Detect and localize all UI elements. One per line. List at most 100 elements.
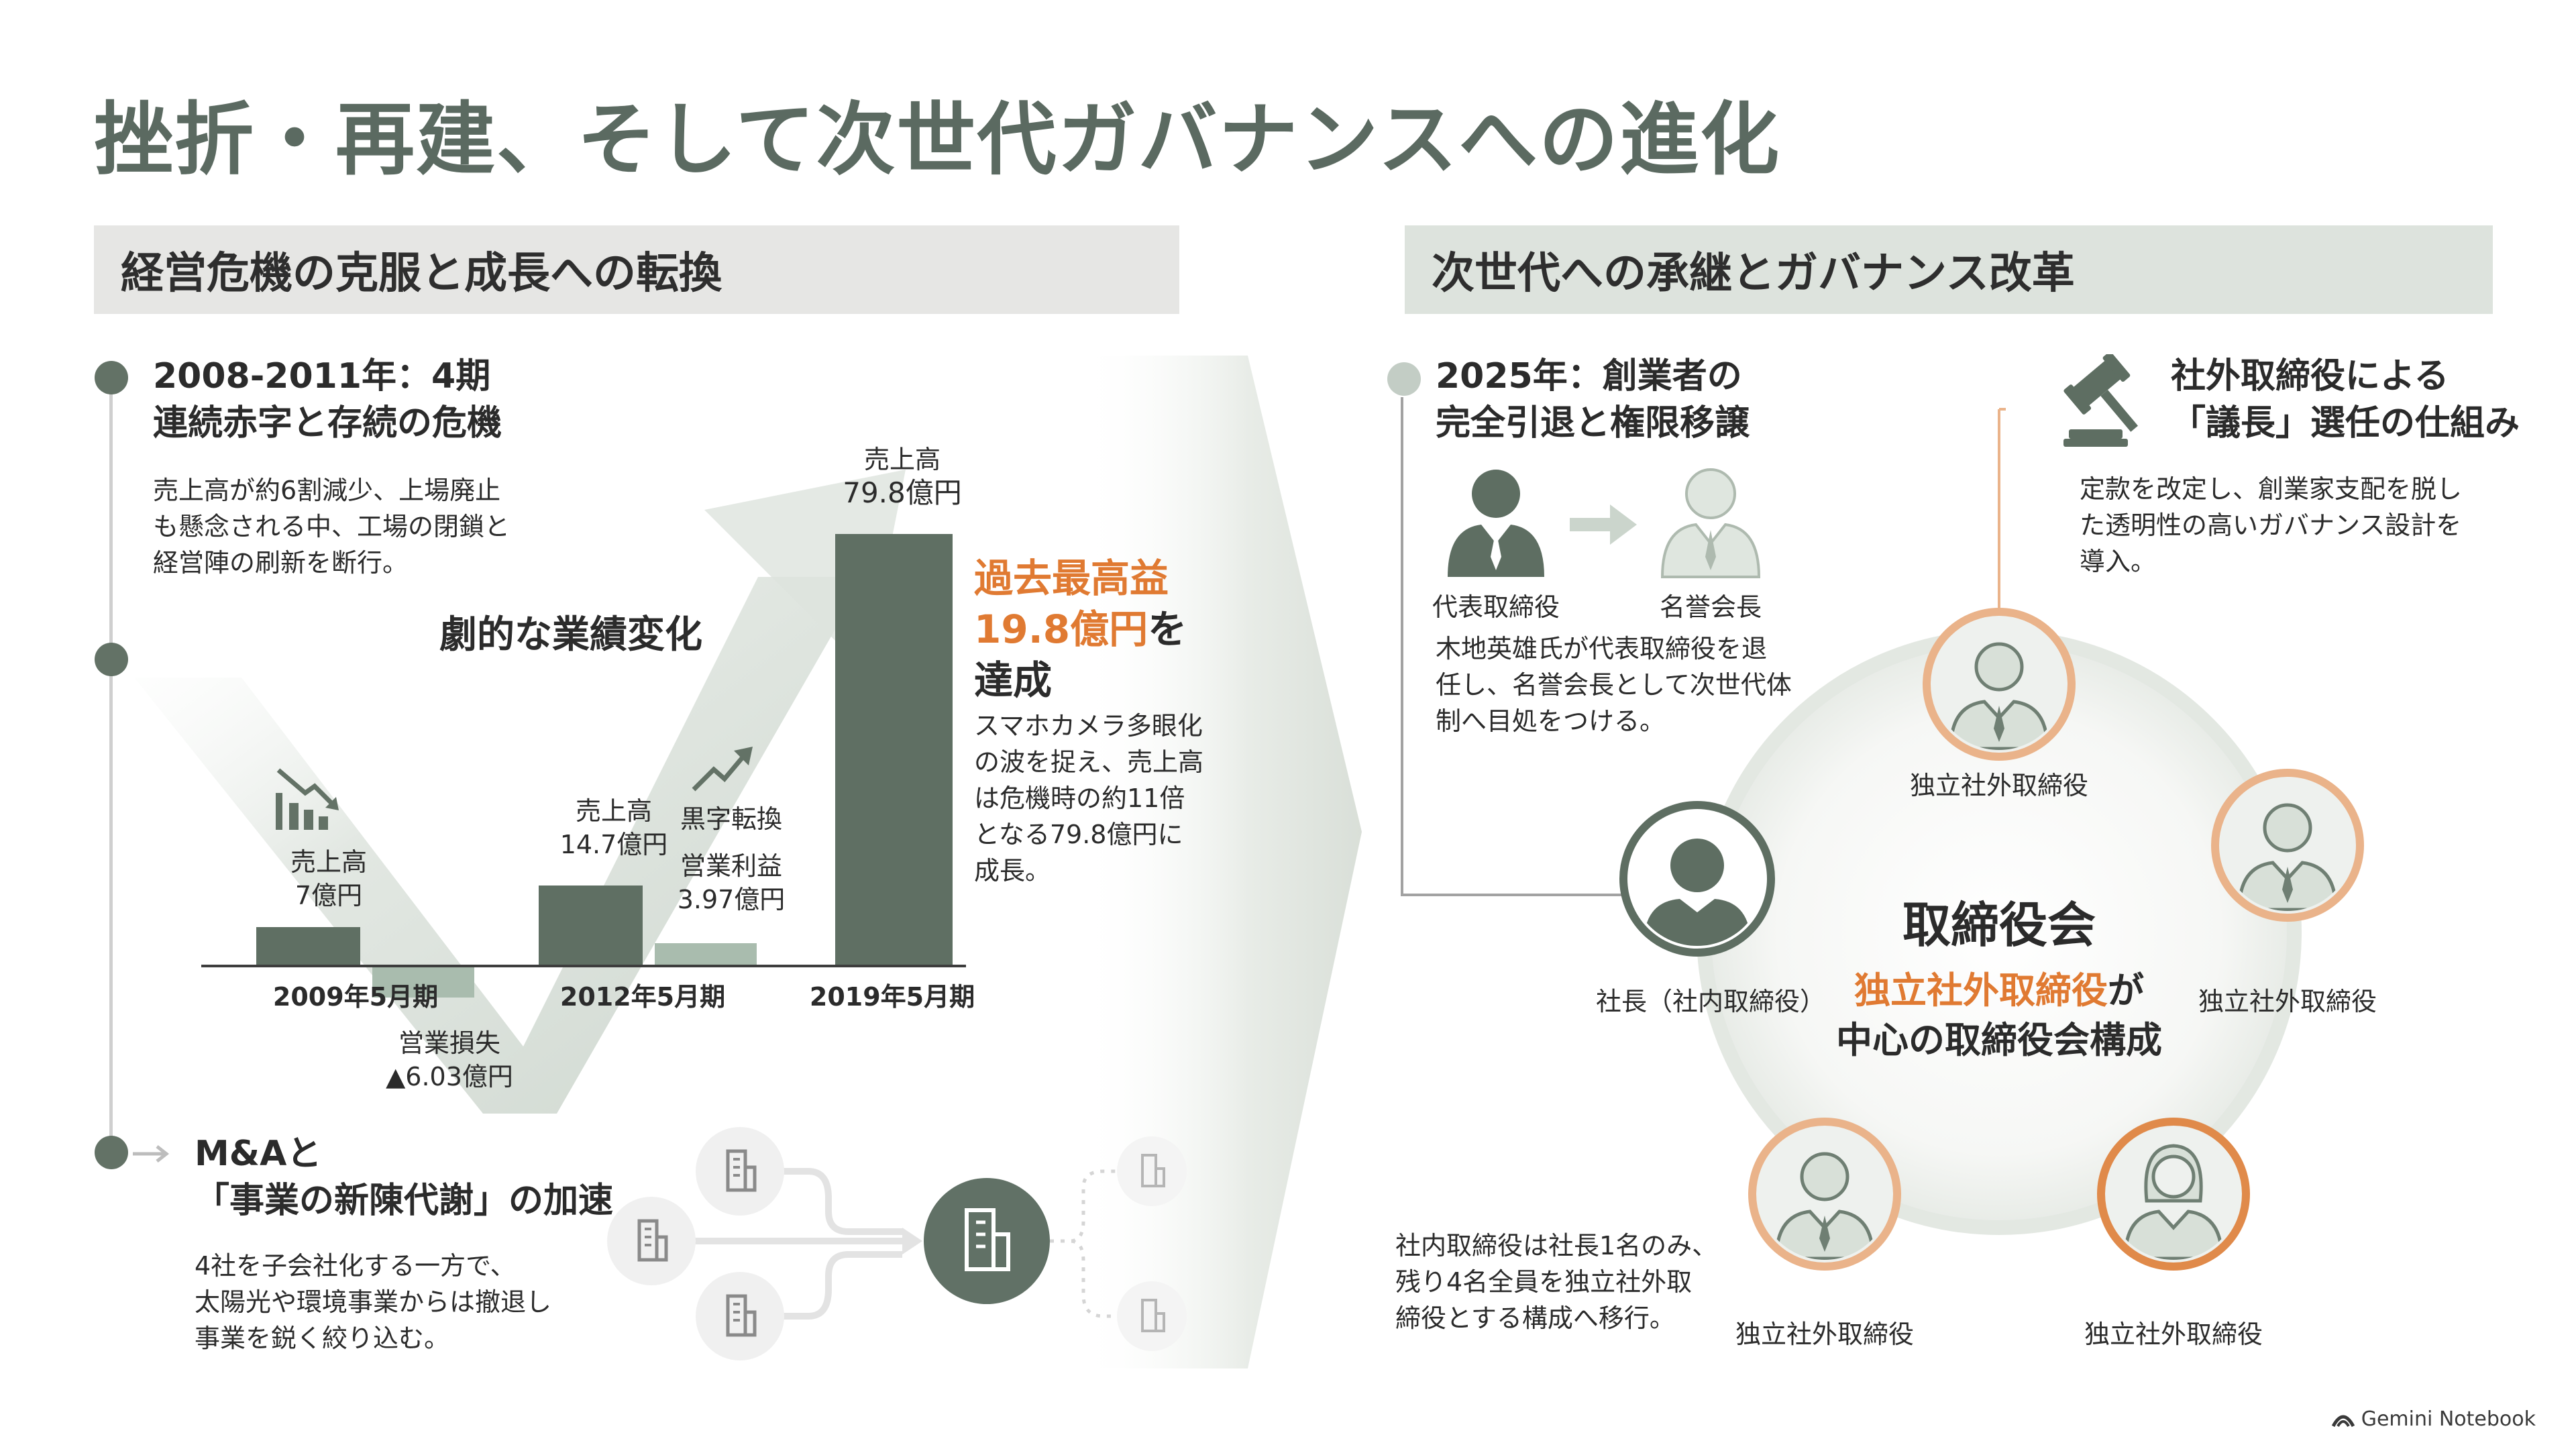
label-member-bottom-right: 独立社外取締役 bbox=[2084, 1320, 2263, 1349]
label-president: 社長（社内取締役） bbox=[1595, 987, 1825, 1016]
succession-dot bbox=[1387, 362, 1421, 396]
board-subtitle-line2: 中心の取締役会構成 bbox=[1836, 1019, 2162, 1061]
label-sales-2009: 売上高 7億円 bbox=[248, 845, 409, 912]
arrow-right-icon bbox=[133, 1145, 170, 1163]
building-icon bbox=[696, 1127, 784, 1216]
gavel-icon bbox=[2063, 354, 2139, 447]
label-sales-2012: 売上高 14.7億円 bbox=[530, 794, 698, 861]
composition-body-line2: 残り4名全員を独立社外取 bbox=[1395, 1267, 1693, 1297]
label-sales-2019-value: 79.8億円 bbox=[843, 476, 962, 509]
chairman-body-line2: た透明性の高いガバナンス設計を bbox=[2080, 511, 2462, 540]
bar-sales-2019 bbox=[835, 533, 953, 965]
label-profit-2012: 営業利益 3.97億円 bbox=[647, 849, 815, 916]
ma-consolidation-graphic bbox=[607, 1127, 1187, 1360]
label-profit-2012-turn: 黒字転換 bbox=[680, 804, 782, 834]
board-diagram bbox=[1401, 397, 2364, 1271]
ma-body-line3: 事業を鋭く絞り込む。 bbox=[195, 1324, 450, 1353]
label-member-top: 独立社外取締役 bbox=[1909, 771, 2088, 800]
chairman-heading-line2: 「議長」選任の仕組み bbox=[2171, 403, 2520, 443]
record-body-line1: スマホカメラ多眼化 bbox=[974, 711, 1203, 741]
declining-chart-icon bbox=[276, 768, 339, 830]
board-subtitle: 独立社外取締役が 中心の取締役会構成 bbox=[1784, 966, 2214, 1065]
timeline-line bbox=[109, 380, 113, 1155]
transfer-arrow-shaft bbox=[1570, 518, 1617, 531]
label-profit-2012-value: 3.97億円 bbox=[677, 885, 786, 914]
record-heading: 過去最高益 19.8億円を 達成 bbox=[974, 553, 1187, 706]
section-header-right: 次世代への承継とガバナンス改革 bbox=[1405, 225, 2493, 314]
ma-heading-line1: M&Aと bbox=[195, 1134, 322, 1174]
label-profit-2012-name: 営業利益 bbox=[680, 851, 782, 881]
building-icon bbox=[1117, 1281, 1187, 1351]
board-title: 取締役会 bbox=[1902, 897, 2096, 953]
person-icon bbox=[1748, 1118, 1901, 1271]
chairman-heading: 社外取締役による 「議長」選任の仕組み bbox=[2171, 353, 2520, 447]
crisis-heading-line1: 2008-2011年：4期 bbox=[153, 356, 491, 396]
chairman-heading-line1: 社外取締役による bbox=[2171, 356, 2449, 396]
record-line2-rest: を bbox=[1148, 606, 1187, 652]
person-icon bbox=[2097, 1118, 2250, 1271]
person-icon bbox=[1448, 470, 1544, 577]
label-sales-2009-value: 7億円 bbox=[294, 881, 363, 910]
x-label-2009: 2009年5月期 bbox=[272, 982, 439, 1012]
chevron-arrow-shape bbox=[1080, 356, 1362, 1368]
crisis-body-line3: 経営陣の刷新を断行。 bbox=[153, 548, 409, 578]
composition-body-line1: 社内取締役は社長1名のみ、 bbox=[1395, 1231, 1718, 1260]
label-sales-2012-value: 14.7億円 bbox=[559, 830, 668, 859]
merge-connectors bbox=[693, 1168, 922, 1320]
chairman-body-line1: 定款を改定し、創業家支配を脱し bbox=[2080, 474, 2463, 504]
bar-profit-2009 bbox=[372, 965, 474, 998]
board-subtitle-highlight: 独立社外取締役 bbox=[1854, 969, 2108, 1012]
building-icon bbox=[1117, 1136, 1187, 1206]
crisis-body: 売上高が約6割減少、上場廃止 も懸念される中、工場の閉鎖と 経営陣の刷新を断行。 bbox=[153, 472, 596, 581]
timeline-dot-chart bbox=[95, 643, 128, 676]
person-icon bbox=[2211, 769, 2364, 922]
chart-title: 劇的な業績変化 bbox=[439, 613, 702, 657]
crisis-body-line1: 売上高が約6割減少、上場廃止 bbox=[153, 476, 501, 505]
bar-sales-2012 bbox=[539, 885, 643, 965]
label-profit-2009-value: ▲6.03億円 bbox=[386, 1062, 513, 1091]
section-header-right-text: 次世代への承継とガバナンス改革 bbox=[1432, 249, 2075, 299]
crisis-heading: 2008-2011年：4期 連続赤字と存続の危機 bbox=[153, 353, 502, 447]
succession-body: 木地英雄氏が代表取締役を退 任し、名誉会長として次世代体 制へ目処をつける。 bbox=[1436, 631, 1825, 739]
ma-body-line1: 4社を子会社化する一方で、 bbox=[195, 1251, 516, 1281]
ma-heading-line2: 「事業の新陳代謝」の加速 bbox=[195, 1181, 614, 1221]
board-subtitle-line1: 独立社外取締役が bbox=[1784, 966, 2214, 1016]
record-body-line3: は危機時の約11倍 bbox=[974, 784, 1185, 813]
section-header-left: 経営危機の克服と成長への転換 bbox=[94, 225, 1179, 314]
board-subtitle-rest: が bbox=[2108, 969, 2144, 1012]
label-profit-2009: 営業損失 ▲6.03億円 bbox=[349, 1026, 550, 1093]
ma-heading: M&Aと 「事業の新陳代謝」の加速 bbox=[195, 1130, 613, 1224]
crisis-heading-line2: 連続赤字と存続の危機 bbox=[153, 403, 502, 443]
succession-heading: 2025年：創業者の 完全引退と権限移譲 bbox=[1436, 353, 1750, 447]
building-icon bbox=[607, 1197, 696, 1285]
label-member-bottom-left: 独立社外取締役 bbox=[1735, 1320, 1914, 1349]
succession-heading-line1: 2025年：創業者の bbox=[1436, 356, 1742, 396]
record-body-line4: となる79.8億円に bbox=[974, 820, 1183, 849]
composition-body-line3: 締役とする構成へ移行。 bbox=[1395, 1303, 1675, 1333]
record-line3: 達成 bbox=[974, 657, 1053, 703]
timeline-dot-ma bbox=[95, 1136, 128, 1169]
record-line2: 19.8億円を bbox=[974, 604, 1187, 655]
person-icon bbox=[1619, 801, 1775, 957]
label-sales-2012-name: 売上高 bbox=[575, 796, 652, 826]
record-line1: 過去最高益 bbox=[974, 555, 1169, 601]
footer-brand: Gemini Notebook bbox=[2331, 1407, 2536, 1431]
transfer-arrow-head bbox=[1610, 504, 1637, 545]
brand-logo-icon bbox=[2331, 1415, 2355, 1427]
building-icon bbox=[696, 1272, 784, 1360]
chart-baseline bbox=[201, 965, 966, 967]
record-body: スマホカメラ多眼化 の波を捉え、売上高 は危機時の約11倍 となる79.8億円に… bbox=[974, 708, 1216, 889]
label-sales-2009-name: 売上高 bbox=[290, 847, 367, 877]
page-title: 挫折・再建、そして次世代ガバナンスへの進化 bbox=[94, 93, 1781, 186]
bar-profit-2012 bbox=[655, 943, 757, 965]
label-profit-2009-name: 営業損失 bbox=[398, 1028, 500, 1058]
chairman-body-line3: 導入。 bbox=[2080, 547, 2157, 576]
footer-brand-text: Gemini Notebook bbox=[2361, 1407, 2536, 1431]
person-icon bbox=[1660, 468, 1761, 578]
composition-body: 社内取締役は社長1名のみ、 残り4名全員を独立社外取 締役とする構成へ移行。 bbox=[1395, 1228, 1771, 1336]
person-icon bbox=[1923, 608, 2076, 761]
record-body-line2: の波を捉え、売上高 bbox=[974, 747, 1204, 777]
label-from-role: 代表取締役 bbox=[1432, 592, 1560, 622]
v-trend-shape bbox=[134, 577, 865, 1114]
